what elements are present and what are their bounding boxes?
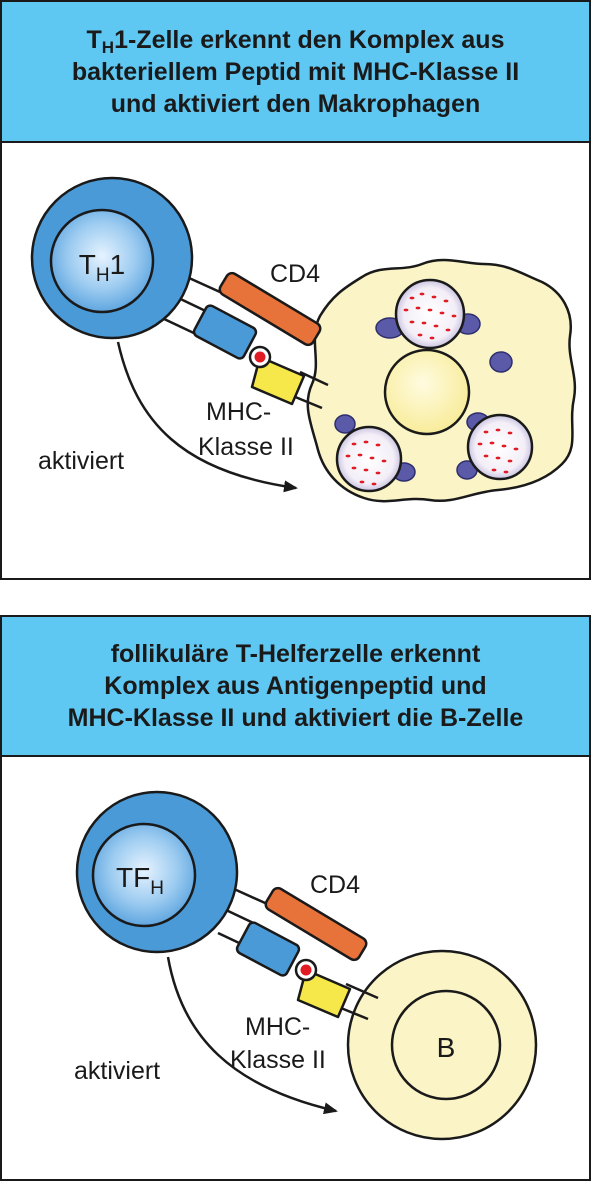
activated-label-2: aktiviert: [74, 1057, 160, 1085]
tfh-bcell-diagram: B TFH CD4 MHC- Klasse II aktiviert: [74, 790, 538, 1141]
cd4-label-2: CD4: [310, 871, 360, 899]
mhc-label-2-line-1: MHC-: [245, 1013, 310, 1041]
tfh-cell-nucleus: [91, 822, 197, 928]
panel-1-header: TH1-Zelle erkennt den Komplex aus bakter…: [2, 2, 589, 143]
header-1-line-1: TH1-Zelle erkennt den Komplex aus: [86, 25, 505, 57]
tcr-molecule-2: [235, 921, 301, 977]
header-1-line-2: bakteriellem Peptid mit MHC-Klasse II: [71, 57, 520, 86]
activated-label-1: aktiviert: [38, 447, 124, 475]
header-2-line-2: Komplex aus Antigenpeptid und: [104, 672, 487, 700]
mhc-label-1-line-2: Klasse II: [198, 433, 294, 461]
vesicle-top: [375, 278, 481, 350]
activation-arrow-2: [166, 956, 338, 1115]
panel-th1-macrophage: TH1-Zelle erkennt den Komplex aus bakter…: [0, 0, 591, 580]
mhc-label-2-line-2: Klasse II: [230, 1046, 326, 1074]
vesicle-small: [489, 351, 513, 373]
mhc-class-ii-2: [296, 968, 352, 1019]
b-cell-label: B: [437, 1032, 456, 1063]
header-2-line-3: MHC-Klasse II und aktiviert die B-Zelle: [67, 704, 524, 732]
receptor-complex-1: [161, 271, 329, 410]
vesicle-bottom-right: [456, 412, 534, 481]
header-2-line-1: follikuläre T-Helferzelle erkennt: [110, 640, 481, 668]
panel-2-header: follikuläre T-Helferzelle erkennt Komple…: [2, 617, 589, 757]
tfh-cell-label: TFH: [116, 862, 164, 899]
b-cell-nucleus: [390, 989, 502, 1101]
header-1-line-3: und aktiviert den Makrophagen: [110, 89, 481, 118]
mhc-label-1-line-1: MHC-: [206, 398, 271, 426]
vesicle-bottom-left: [334, 414, 416, 493]
th1-cell-label: TH1: [79, 249, 125, 286]
cd4-molecule-2: [264, 886, 368, 962]
mhc-class-ii: [250, 355, 306, 406]
tcr-molecule: [192, 304, 258, 360]
receptor-complex-2: [217, 886, 379, 1021]
panel-tfh-bcell: follikuläre T-Helferzelle erkennt Komple…: [0, 615, 591, 1181]
activation-arrow-1: [116, 341, 298, 493]
cd4-molecule: [218, 271, 322, 347]
macrophage-nucleus: [383, 348, 471, 436]
cd4-label-1: CD4: [270, 260, 320, 288]
th1-cell-nucleus: [49, 208, 155, 314]
th1-macrophage-diagram: TH1 CD4 MHC- Klasse II aktiviert: [30, 176, 577, 503]
